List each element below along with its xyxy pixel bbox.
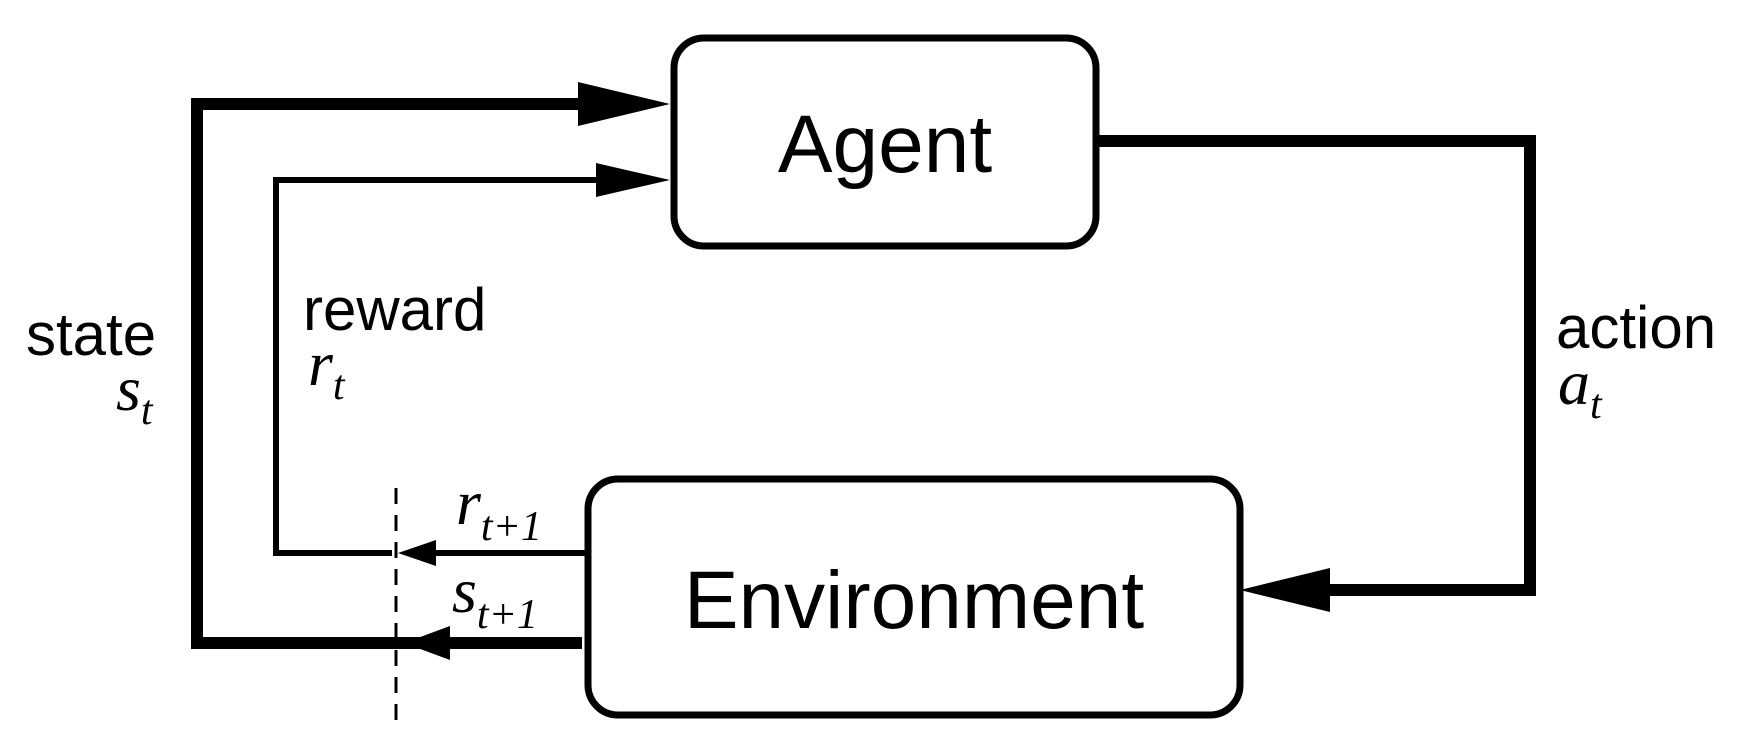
next-reward-symbol-letter: r — [456, 467, 482, 538]
reward-symbol-letter: r — [308, 328, 334, 399]
reward-connector — [273, 177, 606, 556]
reward-symbol-subscript: t — [333, 363, 346, 409]
state-symbol-letter: s — [116, 353, 141, 424]
next-reward-arrowhead — [398, 540, 436, 566]
reward-arrowhead — [596, 163, 670, 197]
action-connector — [1096, 135, 1536, 596]
next-state-symbol-letter: s — [452, 555, 477, 626]
next-state-symbol: st+1 — [452, 555, 538, 638]
state-symbol-subscript: t — [141, 388, 154, 434]
reward-symbol: rt — [308, 328, 346, 409]
agent-label: Agent — [778, 99, 993, 190]
action-symbol-subscript: t — [1590, 382, 1603, 428]
action-label: action — [1556, 294, 1716, 361]
environment-box — [584, 475, 1244, 719]
state-connector — [191, 98, 592, 649]
state-symbol: st — [116, 353, 154, 434]
reward-label: reward — [303, 276, 486, 343]
next-state-symbol-subscript: t+1 — [477, 592, 538, 638]
state-label: state — [26, 301, 156, 368]
action-symbol: at — [1558, 347, 1603, 428]
next-reward-symbol: rt+1 — [456, 467, 542, 550]
next-state-arrowhead — [404, 626, 450, 660]
action-symbol-letter: a — [1558, 347, 1590, 418]
state-arrowhead — [578, 82, 670, 126]
action-arrowhead — [1240, 568, 1330, 612]
environment-label: Environment — [684, 555, 1145, 646]
next-reward-symbol-subscript: t+1 — [481, 504, 542, 550]
